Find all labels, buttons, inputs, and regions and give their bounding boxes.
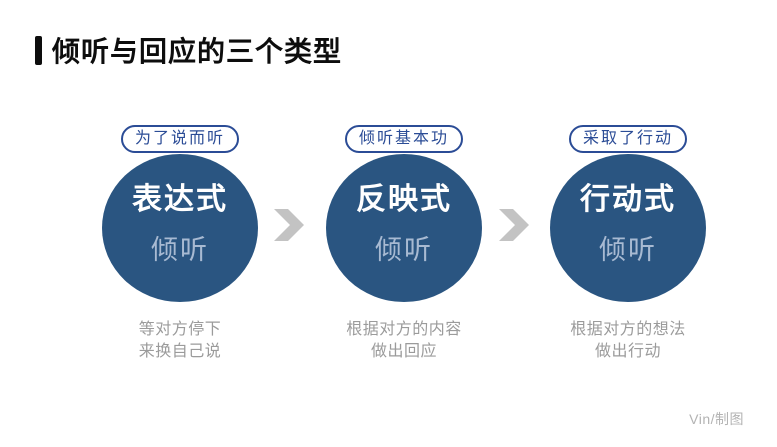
circle-title: 表达式: [132, 182, 228, 216]
type-circle: 表达式 倾听: [102, 154, 258, 302]
description-line-1: 等对方停下: [138, 321, 222, 338]
description-line-2: 做出行动: [594, 343, 661, 360]
type-description: 等对方停下 来换自己说: [100, 319, 260, 363]
listening-type-column-reflective: 倾听基本功 反映式 倾听 根据对方的内容 做出回应: [324, 125, 484, 363]
circle-subtitle: 倾听: [151, 234, 209, 265]
badge-pill: 为了说而听: [120, 125, 239, 153]
description-line-1: 根据对方的想法: [570, 321, 686, 338]
title-row: 倾听与回应的三个类型: [35, 30, 342, 70]
description-line-1: 根据对方的内容: [346, 321, 462, 338]
title-accent-bar: [35, 35, 42, 65]
type-circle: 反映式 倾听: [326, 154, 482, 302]
chevron-right-icon: [274, 209, 304, 241]
listening-type-column-expressive: 为了说而听 表达式 倾听 等对方停下 来换自己说: [100, 125, 260, 363]
chevron-right-icon: [499, 209, 529, 241]
type-description: 根据对方的内容 做出回应: [324, 319, 484, 363]
credit-text: Vin/制图: [689, 411, 744, 427]
circle-title: 反映式: [356, 182, 452, 216]
circle-title: 行动式: [580, 182, 676, 216]
description-line-2: 来换自己说: [138, 343, 222, 360]
listening-type-column-active: 采取了行动 行动式 倾听 根据对方的想法 做出行动: [548, 125, 708, 363]
type-circle: 行动式 倾听: [550, 154, 706, 302]
description-line-2: 做出回应: [370, 343, 437, 360]
circle-subtitle: 倾听: [375, 234, 433, 265]
page-title: 倾听与回应的三个类型: [52, 36, 343, 67]
badge-pill: 采取了行动: [568, 125, 687, 153]
type-description: 根据对方的想法 做出行动: [548, 319, 708, 363]
circle-subtitle: 倾听: [599, 234, 657, 265]
badge-pill: 倾听基本功: [344, 125, 463, 153]
